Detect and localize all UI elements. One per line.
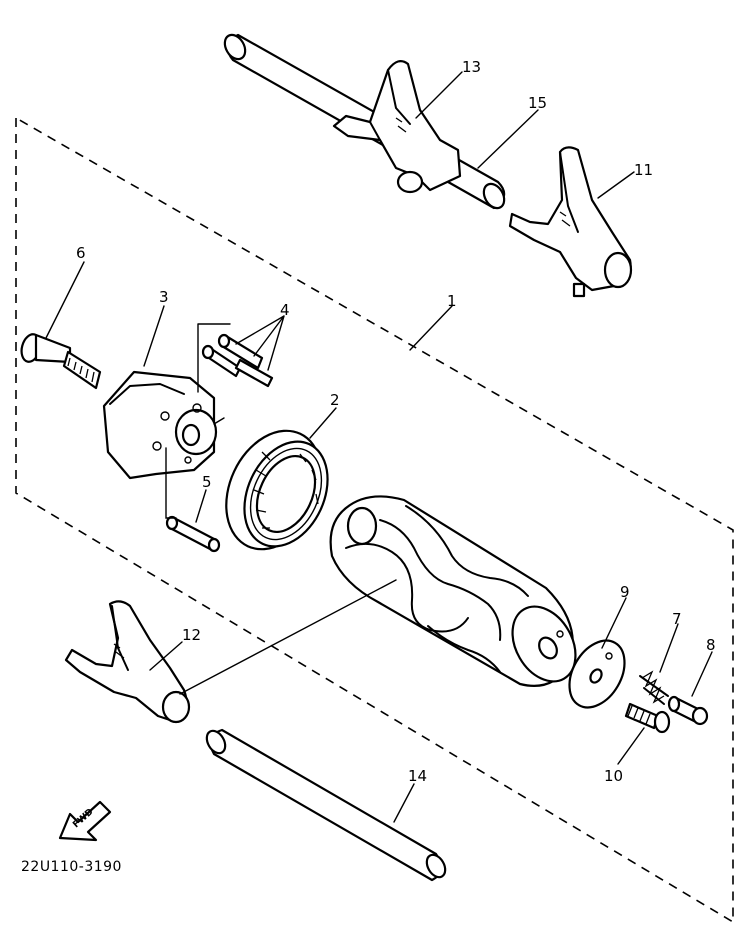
shift-fork-12 <box>64 600 191 724</box>
callout-12: 12 <box>182 626 201 644</box>
callout-7: 7 <box>672 610 682 628</box>
screw-10 <box>624 702 671 734</box>
callout-15: 15 <box>528 94 547 112</box>
shift-drum <box>329 495 577 687</box>
callout-14: 14 <box>408 767 427 785</box>
diagram-code: 22U110-3190 <box>21 859 122 875</box>
pin-5 <box>165 515 221 553</box>
shift-fork-guide-bar-14 <box>205 728 447 882</box>
callout-3: 3 <box>159 288 169 306</box>
bearing-2 <box>225 429 329 551</box>
shift-fork-13 <box>332 60 462 194</box>
callout-6: 6 <box>76 244 86 262</box>
segment-3 <box>102 370 218 480</box>
callout-13: 13 <box>462 58 481 76</box>
callout-10: 10 <box>604 767 623 785</box>
pins-4 <box>201 333 274 388</box>
stopper-plate-9 <box>568 639 626 709</box>
forward-arrow-icon: FWD <box>58 800 112 842</box>
spring-7 <box>639 670 669 705</box>
callout-11: 11 <box>634 161 653 179</box>
assembly-boundary <box>15 116 734 924</box>
bolt-6 <box>20 333 102 390</box>
callout-2: 2 <box>330 391 340 409</box>
callout-1: 1 <box>447 292 457 310</box>
callout-4: 4 <box>280 301 290 319</box>
shift-fork-11 <box>508 146 633 298</box>
leader-lines <box>45 71 713 823</box>
plunger-8 <box>667 695 709 726</box>
callout-9: 9 <box>620 583 630 601</box>
callout-8: 8 <box>706 636 716 654</box>
callout-5: 5 <box>202 473 212 491</box>
